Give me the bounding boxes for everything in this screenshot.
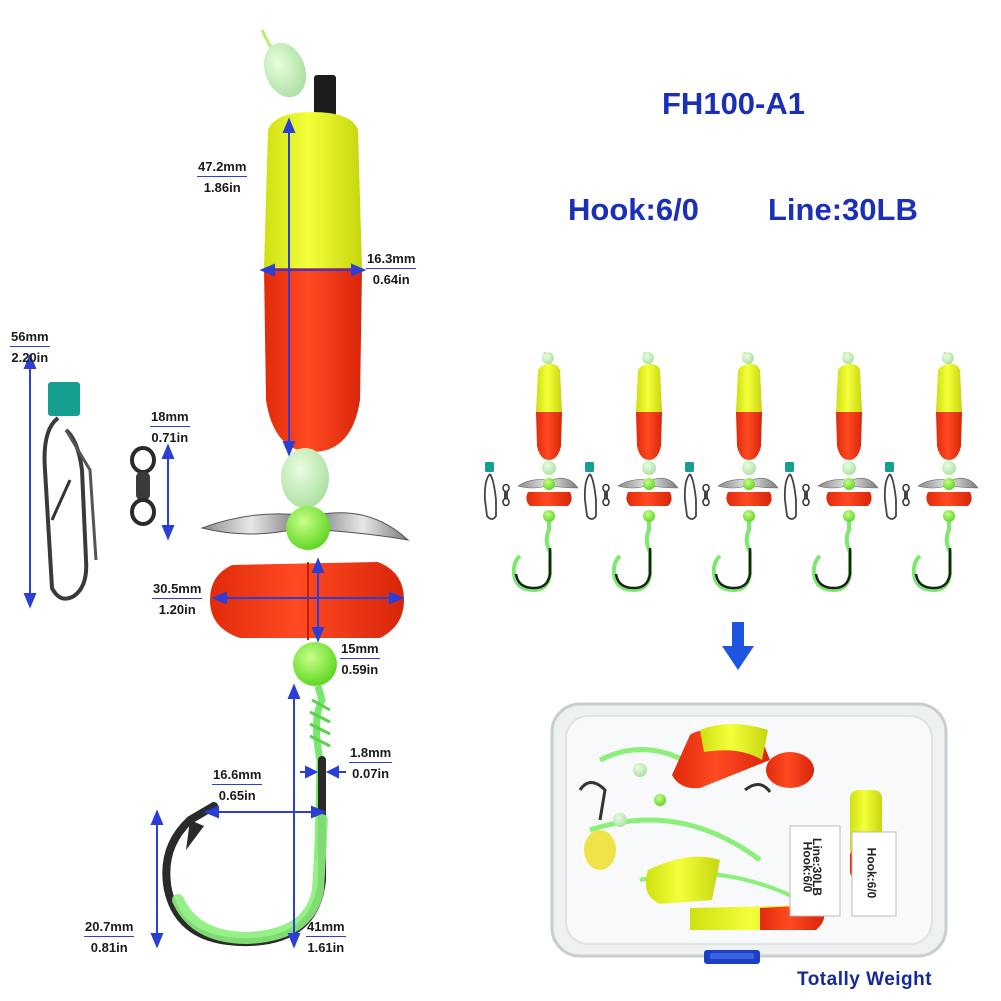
dim-in: 1.61in — [307, 940, 345, 955]
dim-mm: 56mm — [10, 328, 50, 347]
dim-in: 0.71in — [151, 430, 189, 445]
dim-in: 2.20in — [11, 350, 49, 365]
box-label-line: Line:30LB — [810, 837, 825, 897]
mini-rig — [683, 351, 779, 593]
mini-rig — [583, 351, 679, 593]
dim-hook-gap: 16.6mm 0.65in — [212, 766, 263, 804]
dim-mm: 16.3mm — [366, 250, 417, 269]
dim-mm: 20.7mm — [84, 918, 135, 937]
arrow-down-icon — [722, 622, 754, 670]
glow-bead-mid — [281, 448, 329, 508]
float-yellow — [264, 112, 362, 268]
hook-barb — [186, 820, 204, 850]
dim-mm: 18mm — [150, 408, 190, 427]
line-spec: Line:30LB — [768, 192, 918, 227]
dim-in: 0.81in — [90, 940, 128, 955]
mini-rig — [483, 351, 579, 593]
box-label-hook-2: Hook:6/0 — [864, 847, 879, 899]
dim-swivel-length: 18mm 0.71in — [150, 408, 190, 446]
weight-label: Totally Weight — [797, 969, 933, 990]
dim-in: 1.20in — [158, 602, 196, 617]
dim-wire-diameter: 1.8mm 0.07in — [349, 744, 393, 782]
tackle-box — [550, 702, 948, 964]
dim-hook-length: 41mm 1.61in — [306, 918, 346, 956]
hook-spec: Hook:6/0 — [568, 192, 699, 227]
swivel — [130, 446, 156, 526]
dim-in: 1.86in — [203, 180, 241, 195]
snap-clip — [42, 382, 98, 601]
dim-float-diameter: 16.3mm 0.64in — [366, 250, 417, 288]
dim-in: 0.59in — [341, 662, 379, 677]
propeller-blade-right — [317, 512, 410, 541]
mini-rig — [883, 351, 979, 593]
dimension-lines — [23, 117, 405, 949]
glow-bead-top — [263, 42, 307, 98]
hook-shank-wrap — [309, 698, 331, 748]
green-bead-upper — [286, 506, 330, 550]
green-bead-lower — [293, 642, 337, 686]
dim-float-length: 47.2mm 1.86in — [197, 158, 248, 196]
dim-bead-width: 30.5mm 1.20in — [152, 580, 203, 618]
dim-in: 0.64in — [372, 272, 410, 287]
hook-glow-tube — [172, 814, 328, 945]
dim-snap-length: 56mm 2.20in — [10, 328, 50, 366]
dim-mm: 41mm — [306, 918, 346, 937]
dim-hook-bend: 20.7mm 0.81in — [84, 918, 135, 956]
propeller-blade-left — [200, 513, 301, 535]
dim-mm: 47.2mm — [197, 158, 248, 177]
dim-mm: 15mm — [340, 640, 380, 659]
mini-rig — [783, 351, 879, 593]
model-title: FH100-A1 — [662, 86, 805, 121]
dim-in: 0.07in — [352, 766, 390, 781]
dim-mm: 1.8mm — [349, 744, 393, 763]
dim-mm: 30.5mm — [152, 580, 203, 599]
rig-set — [483, 351, 979, 593]
dim-bead-height: 15mm 0.59in — [340, 640, 380, 678]
dim-mm: 16.6mm — [212, 766, 263, 785]
float-orange — [264, 268, 362, 452]
dim-in: 0.65in — [218, 788, 256, 803]
